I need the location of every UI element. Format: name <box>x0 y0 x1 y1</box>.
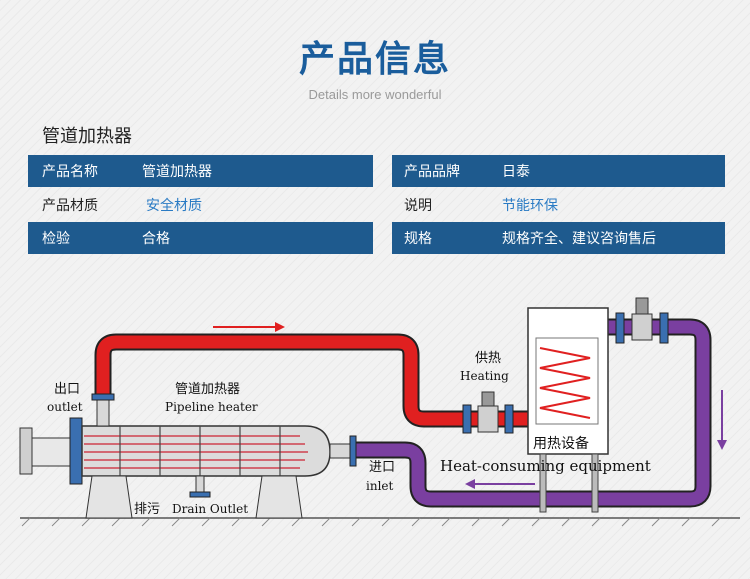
hot-pipe <box>94 333 530 428</box>
equipment-label-cn: 用热设备 <box>533 435 589 452</box>
info-row-brand: 产品品牌 日泰 <box>392 155 725 187</box>
flow-arrows <box>213 322 727 489</box>
pipeline-heater-diagram: 出口 outlet 管道加热器 Pipeline heater 排污 Drain… <box>19 297 740 527</box>
info-value: 日泰 <box>502 164 530 180</box>
return-valve <box>615 297 669 344</box>
info-value: 合格 <box>142 231 170 247</box>
info-row-description: 说明 节能环保 <box>392 189 725 221</box>
product-name-heading: 管道加热器 <box>42 126 132 147</box>
page-title: 产品信息 <box>298 39 451 80</box>
inlet-label-cn: 进口 <box>369 460 395 475</box>
info-row-name: 产品名称 管道加热器 <box>28 155 373 187</box>
page-subtitle: Details more wonderful <box>308 87 442 102</box>
supply-valve <box>462 391 514 434</box>
drain-label-en: Drain Outlet <box>172 502 248 516</box>
info-label: 产品品牌 <box>404 164 460 180</box>
info-label: 说明 <box>404 198 432 214</box>
info-value: 安全材质 <box>146 198 202 214</box>
drain-label-cn: 排污 <box>134 502 160 517</box>
info-value: 节能环保 <box>502 198 558 214</box>
info-value: 管道加热器 <box>142 164 212 180</box>
outlet-label-cn: 出口 <box>54 382 80 397</box>
heater-label-cn: 管道加热器 <box>175 382 240 397</box>
ground <box>20 517 740 527</box>
info-label: 产品名称 <box>42 164 98 180</box>
info-label: 检验 <box>42 231 70 247</box>
supply-label-cn: 供热 <box>475 351 501 366</box>
info-value: 规格齐全、建议咨询售后 <box>502 231 656 247</box>
heat-consuming-equipment <box>527 307 609 513</box>
heater-label-en: Pipeline heater <box>165 400 258 414</box>
info-row-spec: 规格 规格齐全、建议咨询售后 <box>392 222 725 254</box>
pipeline-heater <box>19 393 357 519</box>
info-row-material: 产品材质 安全材质 <box>28 189 373 221</box>
supply-label-en: Heating <box>460 369 509 383</box>
info-row-inspection: 检验 合格 <box>28 222 373 254</box>
cold-pipe <box>350 318 712 508</box>
info-label: 规格 <box>404 231 432 247</box>
inlet-label-en: inlet <box>366 479 394 493</box>
info-label: 产品材质 <box>42 198 98 214</box>
equipment-label-en: Heat-consuming equipment <box>440 457 651 475</box>
outlet-label-en: outlet <box>47 400 83 414</box>
